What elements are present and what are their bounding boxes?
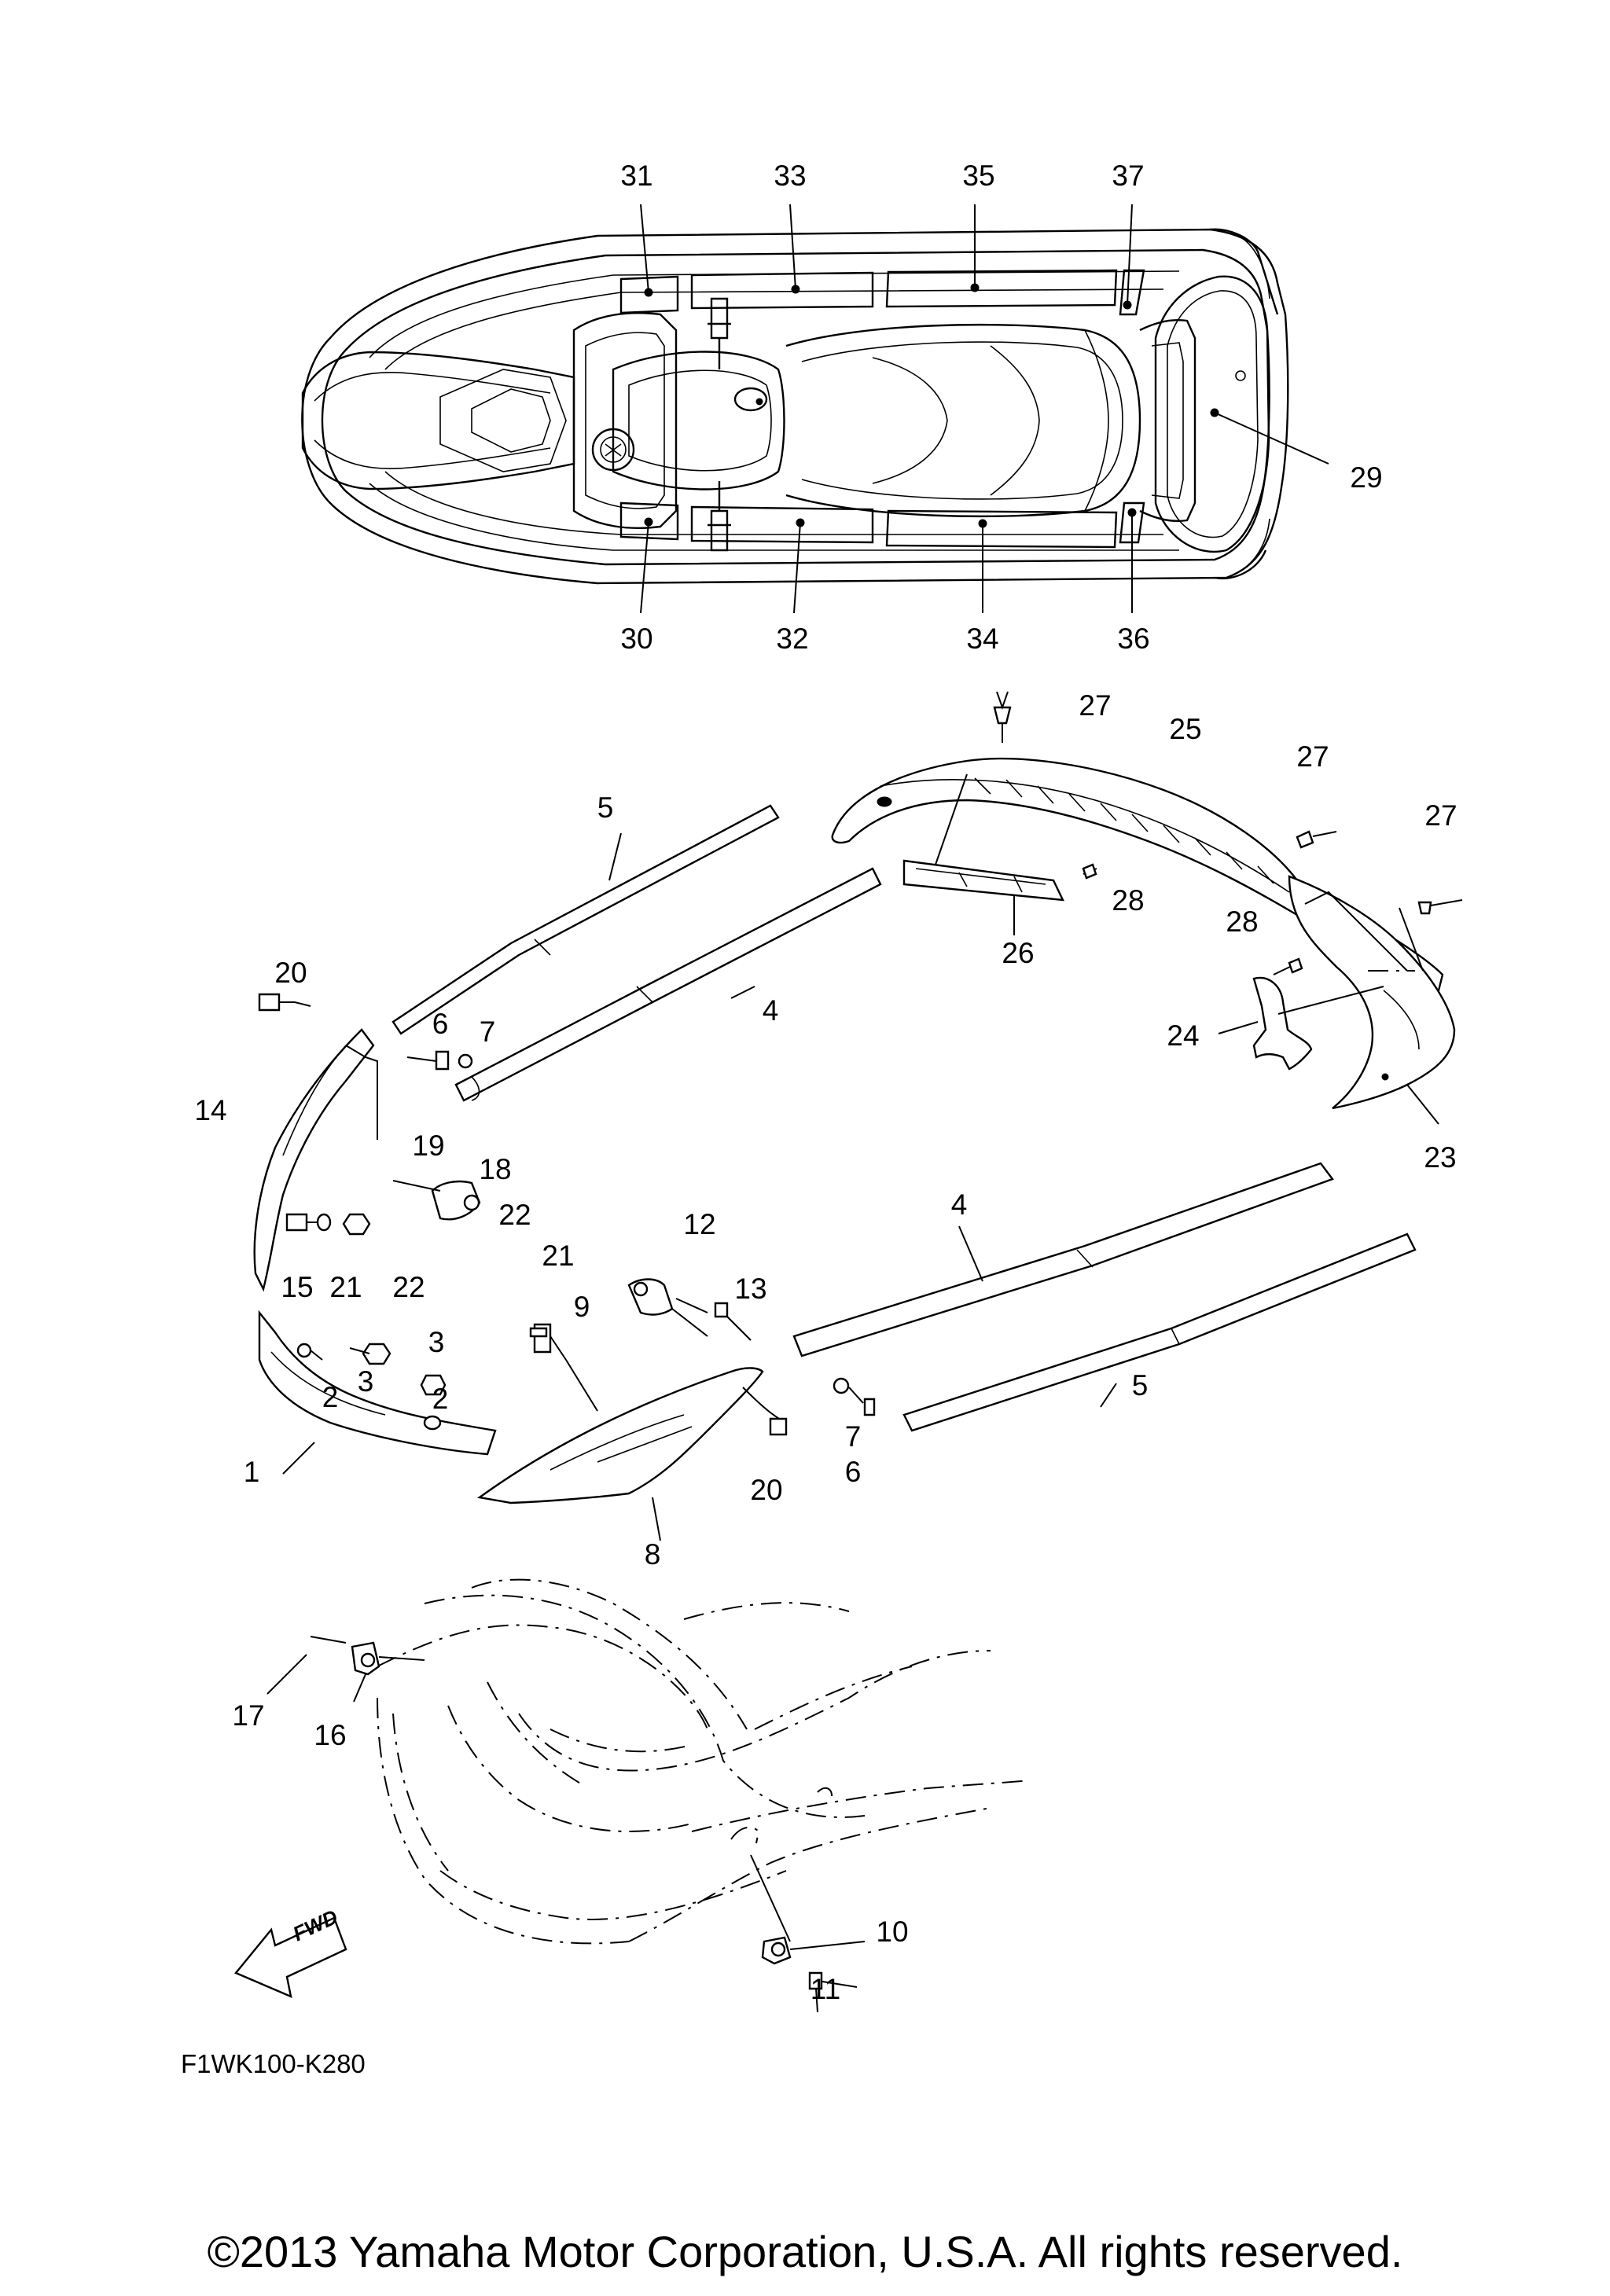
callout-7: 7 (480, 1016, 496, 1048)
callout-16: 16 (314, 1719, 346, 1751)
callout-3: 3 (358, 1365, 374, 1398)
callout-26: 26 (1002, 937, 1034, 969)
callout-6: 6 (432, 1008, 449, 1040)
callout-10: 10 (876, 1916, 908, 1948)
callout-5: 5 (597, 792, 614, 824)
callout-9: 9 (574, 1291, 590, 1323)
callout-30: 30 (620, 623, 652, 655)
callout-21: 21 (329, 1271, 362, 1303)
callout-13: 13 (734, 1273, 766, 1305)
callout-15: 15 (281, 1271, 313, 1303)
callout-32: 32 (776, 623, 808, 655)
callout-4: 4 (763, 994, 779, 1027)
callout-28: 28 (1112, 884, 1144, 917)
callout-7: 7 (845, 1420, 862, 1453)
callout-27: 27 (1296, 740, 1329, 773)
callout-34: 34 (966, 623, 998, 655)
callout-8: 8 (645, 1538, 661, 1570)
callout-24: 24 (1167, 1019, 1199, 1052)
callout-22: 22 (392, 1271, 425, 1303)
callout-31: 31 (620, 160, 652, 192)
callout-25: 25 (1169, 713, 1201, 745)
callout-1: 1 (244, 1456, 260, 1488)
callout-22: 22 (498, 1199, 531, 1231)
callout-27: 27 (1079, 689, 1111, 722)
watercraft-top-view (301, 204, 1329, 614)
callout-14: 14 (194, 1094, 226, 1126)
callout-19: 19 (412, 1130, 444, 1162)
callout-21: 21 (542, 1240, 574, 1272)
callout-29: 29 (1350, 461, 1382, 494)
callout-11: 11 (811, 1973, 840, 2005)
exploded-parts (234, 691, 1463, 2013)
callout-2: 2 (432, 1383, 449, 1415)
callout-35: 35 (962, 160, 994, 192)
callout-6: 6 (845, 1456, 862, 1488)
callout-33: 33 (774, 160, 806, 192)
callout-5: 5 (1132, 1369, 1149, 1401)
callout-3: 3 (428, 1326, 445, 1358)
callout-28: 28 (1226, 906, 1258, 938)
fwd-arrow-icon (234, 1916, 347, 1999)
copyright-notice: ©2013 Yamaha Motor Corporation, U.S.A. A… (207, 2227, 1403, 2276)
figure-code: F1WK100-K280 (181, 2049, 366, 2078)
callout-27: 27 (1424, 799, 1457, 832)
callout-4: 4 (951, 1188, 968, 1221)
callout-12: 12 (683, 1208, 715, 1240)
callout-37: 37 (1112, 160, 1144, 192)
callout-36: 36 (1117, 623, 1149, 655)
callout-17: 17 (232, 1699, 264, 1732)
callout-2: 2 (322, 1381, 339, 1413)
callout-23: 23 (1424, 1141, 1456, 1174)
callout-20: 20 (750, 1474, 782, 1506)
callout-20: 20 (274, 957, 307, 989)
callout-18: 18 (479, 1153, 511, 1185)
